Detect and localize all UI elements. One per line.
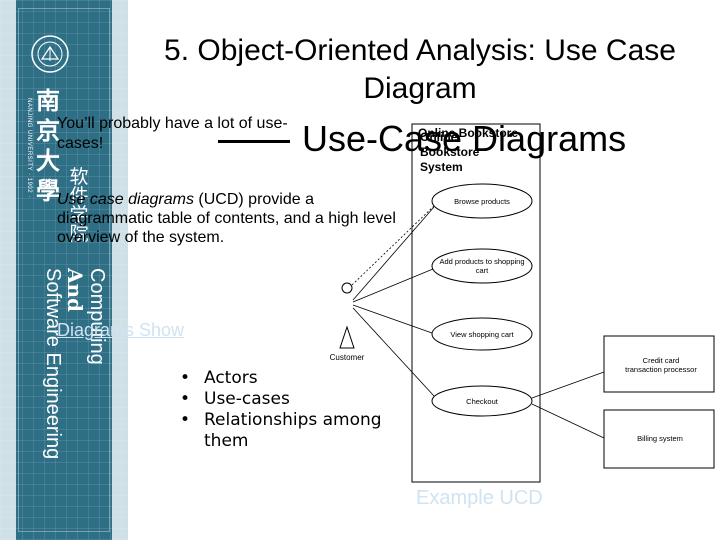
university-logo-icon <box>31 35 69 73</box>
bullet-actors: Actors <box>178 368 418 389</box>
use-case-label-checkout: Checkout <box>466 397 498 406</box>
customer-label: Customer <box>329 353 365 362</box>
ucd-description: Use case diagrams (UCD) provide a diagra… <box>57 190 397 247</box>
probably-text: You’ll probably have a lot of use-cases! <box>57 115 288 152</box>
assoc-credit-card <box>531 371 605 399</box>
credit-card-label: Credit card transaction processor <box>625 356 697 374</box>
slide-title: 5. Object-Oriented Analysis: Use Case Di… <box>164 34 676 105</box>
system-title-main: Online Bookstore System <box>420 130 480 174</box>
university-name-cn: 南京大學 <box>36 86 60 205</box>
customer-body-icon <box>339 325 355 349</box>
department-name: Computing And Software Engineering <box>40 268 108 502</box>
use-case-label-view-cart: View shopping cart <box>450 330 514 339</box>
diagrams-show-heading: Diagrams Show <box>57 320 185 340</box>
ucd-description-rest: (UCD) provide a diagrammatic table of co… <box>57 191 396 246</box>
bullet-relationships: Relationships among them <box>178 410 418 452</box>
ucd-description-emphasis: Use case diagrams <box>57 191 194 208</box>
bullet-list: Actors Use-cases Relationships among the… <box>178 368 418 452</box>
school-name-cn: 软件学院 <box>69 166 89 245</box>
example-ucd-label: Example UCD <box>416 487 543 509</box>
sidebar-frame <box>18 8 110 532</box>
sidebar-band: 南京大學 NANJING UNIVERSITY · 1902 · 软件学院 Co… <box>0 0 128 540</box>
billing-system-label: Billing system <box>637 434 683 443</box>
title-dash <box>218 140 290 143</box>
system-boundary <box>411 123 541 483</box>
assoc-billing <box>531 403 605 439</box>
assoc-add-cart <box>352 268 434 303</box>
customer-head-icon <box>341 282 353 294</box>
university-name-en: NANJING UNIVERSITY · 1902 · <box>26 98 32 198</box>
dept-line-software: Software Engineering <box>42 268 64 460</box>
use-case-label-browse: Browse products <box>454 197 510 206</box>
dept-line-computing: Computing <box>86 268 108 365</box>
system-title-overlap: Online Bookstore <box>418 126 519 140</box>
dept-line-and: And <box>63 268 87 313</box>
assoc-view-cart <box>352 304 433 334</box>
use-case-label-add-cart: Add products to shopping cart <box>439 257 525 275</box>
bullet-use-cases: Use-cases <box>178 389 418 410</box>
